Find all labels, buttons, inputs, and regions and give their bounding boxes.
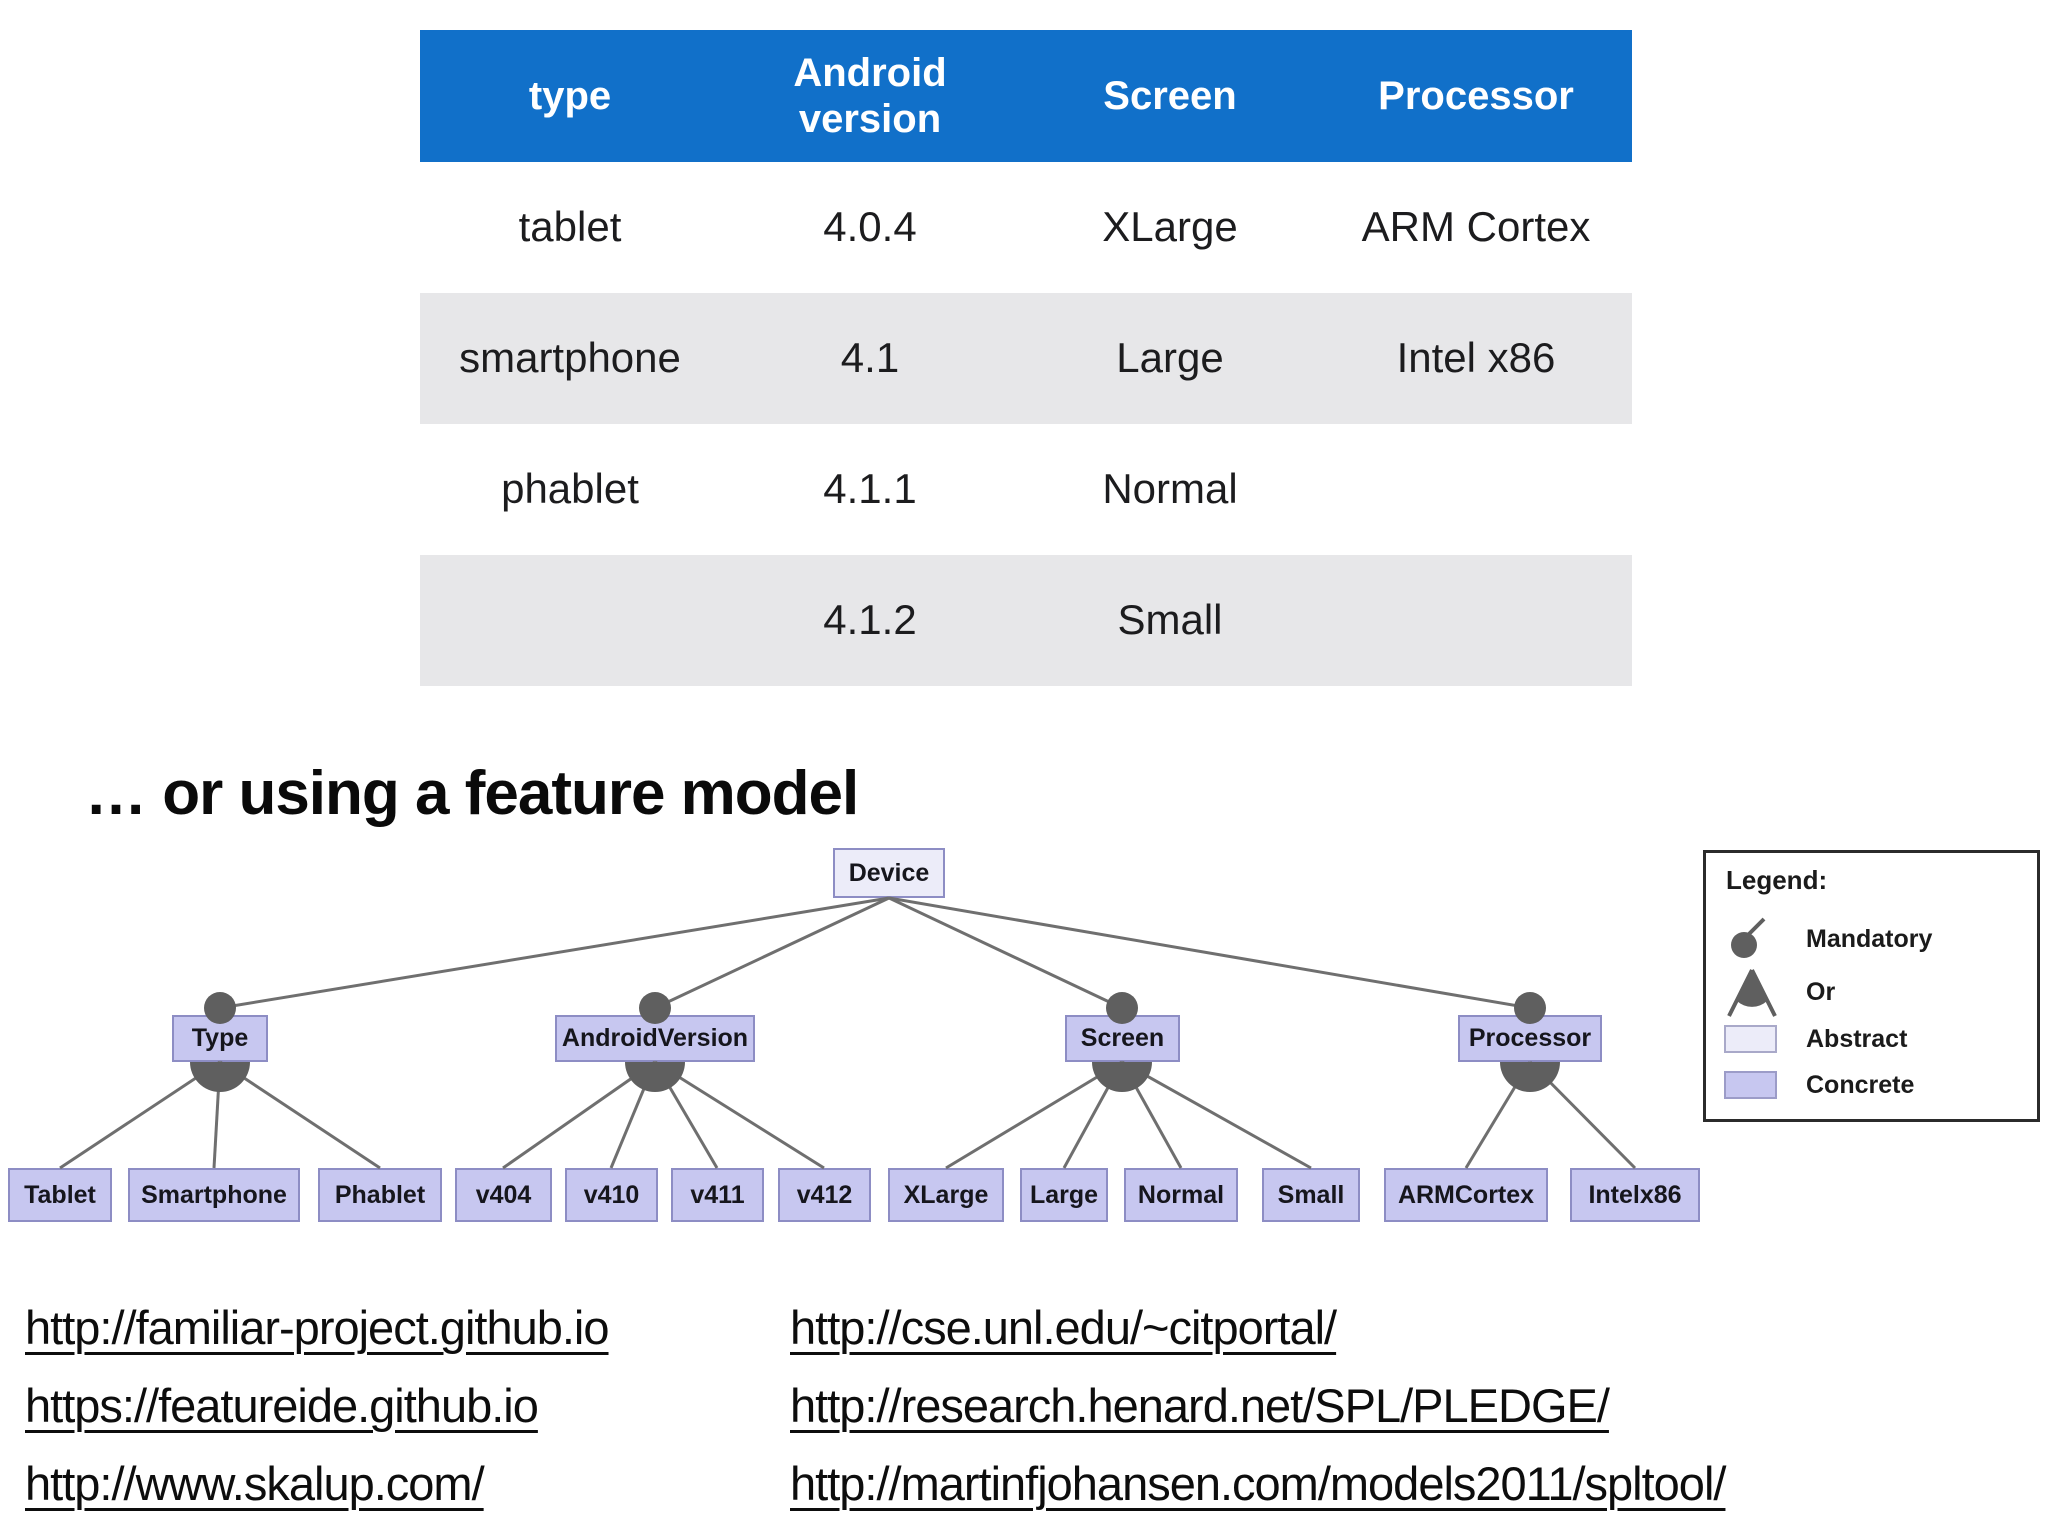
feature-node-v404: v404	[455, 1168, 552, 1222]
feature-node-smartphone: Smartphone	[128, 1168, 300, 1222]
legend-label: Mandatory	[1806, 924, 1933, 953]
link-spltool[interactable]: http://martinfjohansen.com/models2011/sp…	[790, 1457, 1726, 1510]
feature-node-large: Large	[1020, 1168, 1108, 1222]
legend-item-or: Or	[1724, 963, 1835, 1021]
abstract-swatch	[1724, 1025, 1788, 1053]
table-row: phablet 4.1.1 Normal	[420, 424, 1632, 555]
cell-type	[420, 555, 720, 686]
configuration-table: type Android version Screen Processor ta…	[420, 30, 1632, 686]
table-row: 4.1.2 Small	[420, 555, 1632, 686]
legend-label: Or	[1806, 977, 1836, 1006]
cell-android-version: 4.1.1	[823, 465, 917, 513]
feature-node-type: Type	[172, 1015, 268, 1062]
legend-title: Legend:	[1726, 865, 1828, 895]
legend-label: Abstract	[1806, 1024, 1908, 1053]
legend-label: Concrete	[1806, 1070, 1915, 1099]
feature-node-small: Small	[1262, 1168, 1360, 1222]
cell-type: tablet	[518, 203, 622, 251]
feature-node-normal: Normal	[1124, 1168, 1238, 1222]
page-title: … or using a feature model	[85, 759, 859, 828]
legend-box: Legend: Mandatory Or	[1703, 850, 2040, 1122]
table-row: tablet 4.0.4 XLarge ARM Cortex	[420, 162, 1632, 293]
feature-node-phablet: Phablet	[318, 1168, 442, 1222]
feature-node-intelx86: Intelx86	[1570, 1168, 1700, 1222]
feature-node-device: Device	[833, 848, 945, 898]
cell-android-version: 4.0.4	[823, 203, 917, 251]
cell-screen: XLarge	[1102, 203, 1238, 251]
cell-processor: Intel x86	[1396, 334, 1556, 382]
cell-processor	[1320, 555, 1632, 686]
column-header-type: type	[528, 74, 612, 118]
cell-type: phablet	[501, 465, 639, 513]
concrete-swatch	[1724, 1071, 1788, 1099]
link-citportal[interactable]: http://cse.unl.edu/~citportal/	[790, 1301, 1337, 1354]
or-icon	[1724, 964, 1788, 1020]
feature-node-xlarge: XLarge	[888, 1168, 1004, 1222]
feature-node-armcortex: ARMCortex	[1384, 1168, 1548, 1222]
link-familiar-project[interactable]: http://familiar-project.github.io	[25, 1301, 610, 1354]
feature-node-tablet: Tablet	[8, 1168, 112, 1222]
link-pledge[interactable]: http://research.henard.net/SPL/PLEDGE/	[790, 1379, 1610, 1432]
link-skalup[interactable]: http://www.skalup.com/	[25, 1457, 485, 1510]
cell-processor: ARM Cortex	[1361, 203, 1591, 251]
table-row: smartphone 4.1 Large Intel x86	[420, 293, 1632, 424]
mandatory-circle-icons	[204, 992, 1546, 1024]
column-header-processor: Processor	[1378, 74, 1574, 118]
column-header-android-version: Android version	[793, 51, 947, 141]
mandatory-icon	[1724, 915, 1788, 963]
cell-type: smartphone	[459, 334, 681, 382]
cell-screen: Normal	[1102, 465, 1238, 513]
cell-android-version: 4.1	[840, 334, 900, 382]
feature-node-v411: v411	[671, 1168, 764, 1222]
table-header-row: type Android version Screen Processor	[420, 30, 1632, 162]
legend-item-concrete: Concrete	[1724, 1069, 1914, 1101]
column-header-screen: Screen	[1103, 74, 1237, 118]
feature-node-v412: v412	[778, 1168, 871, 1222]
feature-node-v410: v410	[565, 1168, 658, 1222]
cell-processor	[1320, 424, 1632, 555]
feature-node-processor: Processor	[1458, 1015, 1602, 1062]
or-wedge-icons	[190, 1062, 1560, 1092]
legend-item-abstract: Abstract	[1724, 1023, 1907, 1055]
cell-screen: Small	[1117, 596, 1223, 644]
feature-node-screen: Screen	[1065, 1015, 1180, 1062]
legend-item-mandatory: Mandatory	[1724, 911, 1932, 967]
feature-node-androidversion: AndroidVersion	[555, 1015, 755, 1062]
cell-screen: Large	[1116, 334, 1224, 382]
cell-android-version: 4.1.2	[823, 596, 917, 644]
link-featureide[interactable]: https://featureide.github.io	[25, 1379, 539, 1432]
